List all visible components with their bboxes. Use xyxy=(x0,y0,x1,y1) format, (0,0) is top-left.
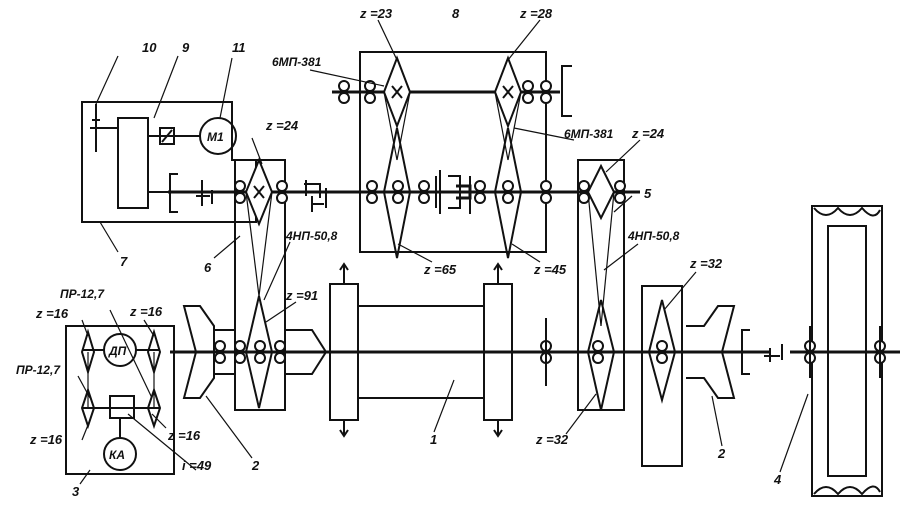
label-z45: z =45 xyxy=(533,262,567,277)
label-8: 8 xyxy=(452,6,460,21)
label-z24-left: z =24 xyxy=(265,118,299,133)
label-6mp381-top: 6МП-381 xyxy=(272,55,322,69)
motor-m1 xyxy=(199,117,237,155)
label-z16-c: z =16 xyxy=(29,432,63,447)
label-z28: z =28 xyxy=(519,6,553,21)
label-7: 7 xyxy=(120,254,128,269)
label-10: 10 xyxy=(142,40,157,55)
label-z91: z =91 xyxy=(285,288,318,303)
label-z16-b: z =16 xyxy=(129,304,163,319)
label-z24-right: z =24 xyxy=(631,126,665,141)
label-z23: z =23 xyxy=(359,6,393,21)
label-z32-top: z =32 xyxy=(689,256,723,271)
label-2-right: 2 xyxy=(717,446,726,461)
sprocket-z32-bottom xyxy=(586,299,616,411)
wheel-4 xyxy=(790,205,900,497)
label-9: 9 xyxy=(182,40,190,55)
label-z65: z =65 xyxy=(423,262,457,277)
label-6: 6 xyxy=(204,260,212,275)
label-6mp381-right: 6МП-381 xyxy=(564,127,614,141)
label-z32-bottom: z =32 xyxy=(535,432,569,447)
sprocket-z24-right xyxy=(586,163,616,221)
label-1: 1 xyxy=(430,432,437,447)
sprocket-z91 xyxy=(244,295,274,409)
label-dp: ДП xyxy=(108,344,127,358)
wheel-2-left xyxy=(182,305,215,399)
label-pr127-left: ПР-12,7 xyxy=(16,363,61,377)
control-block-3 xyxy=(65,325,175,475)
label-5: 5 xyxy=(644,186,652,201)
label-ka: КА xyxy=(109,448,125,462)
label-4np508-left: 4НП-50,8 xyxy=(285,229,338,243)
label-m1: M1 xyxy=(207,130,224,144)
label-z16-a: z =16 xyxy=(35,306,69,321)
motor-block-7 xyxy=(81,101,257,223)
label-pr127-top: ПР-12,7 xyxy=(60,287,105,301)
main-shaft xyxy=(170,262,770,438)
leader-lines xyxy=(77,19,809,485)
wheel-2-right xyxy=(686,305,736,399)
chain-drive-5 xyxy=(577,159,783,467)
label-3: 3 xyxy=(72,484,80,499)
label-z16-d: z =16 xyxy=(167,428,201,443)
label-i49: i =49 xyxy=(182,458,212,473)
label-4np508-right: 4НП-50,8 xyxy=(627,229,680,243)
label-2-left: 2 xyxy=(251,458,260,473)
reducer-9 xyxy=(117,117,149,209)
labels: z =23 8 z =28 10 9 11 6МП-381 z =24 6МП-… xyxy=(16,6,782,499)
label-4: 4 xyxy=(773,472,782,487)
gearbox-8 xyxy=(168,51,640,259)
label-11: 11 xyxy=(232,40,246,55)
